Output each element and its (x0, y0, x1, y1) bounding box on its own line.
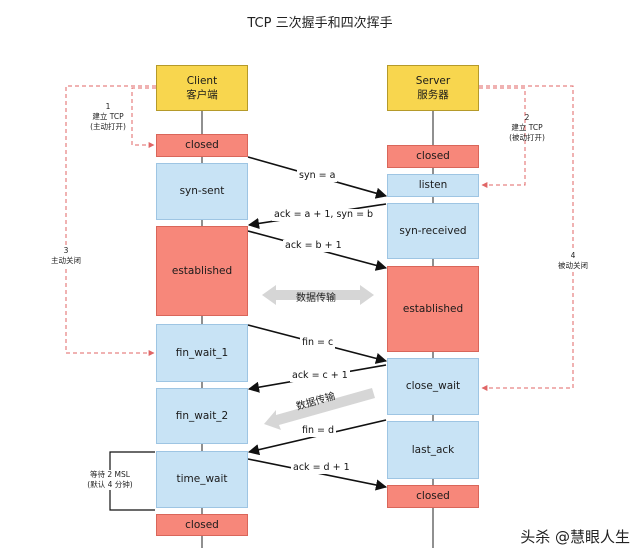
client-header: Client 客户端 (156, 65, 248, 111)
watermark: 头杀 @慧眼人生 (520, 528, 630, 546)
client-state-fin-wait-1: fin_wait_1 (156, 324, 248, 382)
client-name-cn: 客户端 (186, 89, 218, 101)
data-transfer-label-1: 数据传输 (296, 293, 336, 304)
client-state-closed-end: closed (156, 514, 248, 536)
dashed-server-open (479, 87, 526, 188)
server-name: Server (415, 74, 451, 87)
note-server-close: 4 被动关闭 (551, 251, 595, 271)
message-label-fin-d: fin = d (300, 425, 337, 437)
message-label-ack-d: ack = d + 1 (291, 462, 352, 474)
server-header: Server 服务器 (387, 65, 479, 111)
dashed-server-close (479, 85, 574, 391)
dashed-client-open (131, 87, 156, 148)
diagram-title: TCP 三次握手和四次挥手 (247, 16, 393, 31)
server-state-listen: listen (387, 174, 479, 197)
note-client-open: 1 建立 TCP (主动打开) (90, 102, 126, 131)
message-label-syn: syn = a (297, 170, 338, 182)
client-state-syn-sent: syn-sent (156, 163, 248, 220)
note-client-close: 3 主动关闭 (44, 246, 88, 266)
client-name: Client (186, 74, 218, 87)
server-state-closed-end: closed (387, 485, 479, 508)
server-state-last-ack: last_ack (387, 421, 479, 479)
client-state-fin-wait-2: fin_wait_2 (156, 388, 248, 444)
server-state-closed-start: closed (387, 145, 479, 168)
message-label-ack-c: ack = c + 1 (290, 370, 350, 382)
client-state-time-wait: time_wait (156, 451, 248, 508)
data-transfer-arrow-1 (262, 285, 374, 305)
dashed-client-close (65, 85, 156, 356)
data-transfer-arrow-2 (264, 388, 375, 430)
message-label-fin-c: fin = c (300, 337, 336, 349)
message-label-syn-ack: ack = a + 1, syn = b (272, 209, 376, 221)
server-state-syn-received: syn-received (387, 203, 479, 259)
server-name-cn: 服务器 (417, 89, 449, 101)
message-label-ack: ack = b + 1 (283, 240, 344, 252)
server-state-close-wait: close_wait (387, 358, 479, 415)
server-state-established: established (387, 266, 479, 352)
client-state-established: established (156, 226, 248, 316)
note-wait-2msl: 等待 2 MSL (默认 4 分钟) (82, 470, 138, 490)
client-state-closed-start: closed (156, 134, 248, 157)
note-server-open: 2 建立 TCP (被动打开) (509, 113, 545, 142)
